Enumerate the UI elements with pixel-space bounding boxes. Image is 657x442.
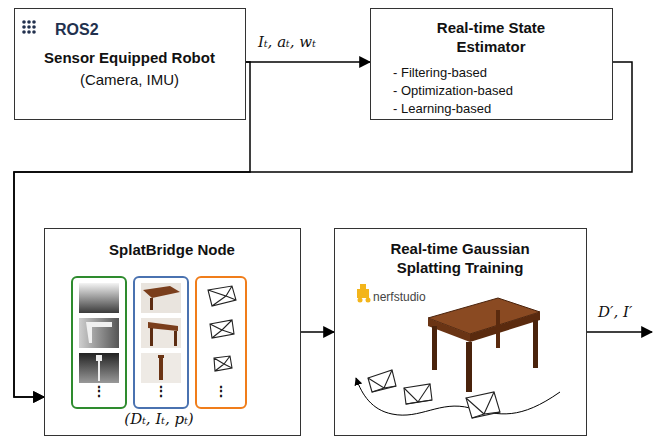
drawn-rect: [79, 283, 119, 313]
drawn-path: [86, 322, 112, 343]
drawn-rect: [141, 283, 181, 313]
output-label: D′, I′: [598, 303, 632, 321]
drawn-circle: [22, 30, 26, 34]
box-title: Sensor Equipped Robot: [15, 49, 244, 68]
drawn-g: [368, 370, 500, 418]
output-arrow: [587, 331, 652, 333]
drawn-rect: [150, 298, 153, 310]
drawn-path: [470, 312, 540, 342]
drawn-path: [466, 392, 500, 418]
drawn-rect: [79, 353, 119, 383]
box-title: Real-time Gaussian Splatting Training: [365, 240, 555, 278]
drawn-rect: [72, 277, 126, 408]
nerfstudio-logo: [357, 284, 371, 303]
connector-arrow: [246, 61, 370, 63]
drawn-path: [208, 286, 236, 306]
drawn-circle: [27, 30, 31, 34]
drawn-path: [404, 384, 432, 404]
logo-text: ROS2: [55, 20, 135, 40]
drawn-path: [143, 286, 180, 298]
drawn-path: [404, 384, 432, 404]
drawn-rect: [79, 318, 119, 348]
drawn-rect: [466, 342, 472, 392]
ellipsis: ⋮: [154, 383, 166, 400]
list-item: - Optimization-based: [393, 83, 593, 99]
drawn-path: [158, 355, 164, 380]
drawn-path: [368, 370, 396, 392]
drawn-path: [466, 392, 500, 418]
drawn-rect: [141, 318, 181, 348]
drawn-circle: [22, 20, 26, 24]
box-subtitle: (Camera, IMU): [15, 71, 244, 90]
list-item: - Learning-based: [393, 101, 593, 117]
tuple-label: (Dₜ, Iₜ, pₜ): [79, 410, 239, 429]
drawn-rect: [134, 277, 188, 408]
table-illustration: [428, 298, 540, 392]
connector-arrow: [301, 331, 334, 333]
robot-box: ROS2Sensor Equipped Robot (Camera, IMU): [14, 8, 246, 120]
drawn-circle: [32, 20, 36, 24]
drawn-rect: [141, 353, 181, 383]
logo-text: nerfstudio: [373, 290, 473, 305]
drawn-circle: [27, 20, 31, 24]
drawn-rect: [432, 326, 437, 370]
training-box: Real-time Gaussian Splatting Training ner…: [334, 228, 587, 436]
bridge-node-box: SplatBridge Node (Dₜ, Iₜ, pₜ): [44, 228, 301, 436]
drawn-circle: [32, 30, 36, 34]
drawn-rect: [174, 331, 177, 346]
edge-label: Iₜ, aₜ, wₜ: [258, 33, 316, 51]
drawn-rect: [150, 328, 153, 346]
drawn-rect: [533, 320, 538, 368]
ellipsis: ⋮: [92, 383, 104, 400]
box-title: Real-time State Estimator: [411, 19, 571, 57]
ros-logo-dots: [22, 20, 36, 34]
drawn-circle: [27, 25, 31, 29]
drawn-path: [368, 370, 396, 392]
drawn-circle: [22, 25, 26, 29]
drawn-path: [210, 320, 234, 338]
drawn-circle: [366, 298, 371, 303]
estimator-box: Real-time State Estimator - Filtering-bas…: [370, 8, 613, 120]
connector-arrow: [14, 62, 250, 397]
drawn-g: [208, 286, 236, 371]
connector-arrow: [14, 62, 632, 397]
list-item: - Filtering-based: [393, 65, 593, 81]
drawn-path: [96, 355, 102, 381]
drawn-rect: [360, 284, 366, 289]
box-title: SplatBridge Node: [45, 241, 299, 260]
drawn-path: [214, 356, 232, 371]
drawn-circle: [32, 25, 36, 29]
drawn-rect: [496, 310, 500, 348]
drawn-rect: [357, 289, 369, 298]
ellipsis: ⋮: [214, 383, 226, 400]
drawn-rect: [196, 277, 246, 408]
drawn-circle: [358, 298, 363, 303]
